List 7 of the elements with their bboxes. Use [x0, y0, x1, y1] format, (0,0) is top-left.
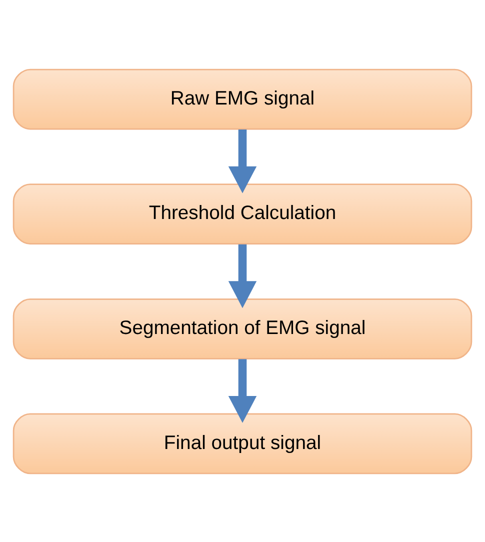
arrow [228, 129, 257, 193]
arrow [228, 358, 257, 422]
node-box: Threshold Calculation [12, 183, 472, 244]
node-box: Final output signal [12, 412, 472, 474]
node-box: Segmentation of EMG signal [12, 298, 472, 359]
arrow [228, 244, 257, 308]
node-box: Raw EMG signal [12, 68, 472, 130]
